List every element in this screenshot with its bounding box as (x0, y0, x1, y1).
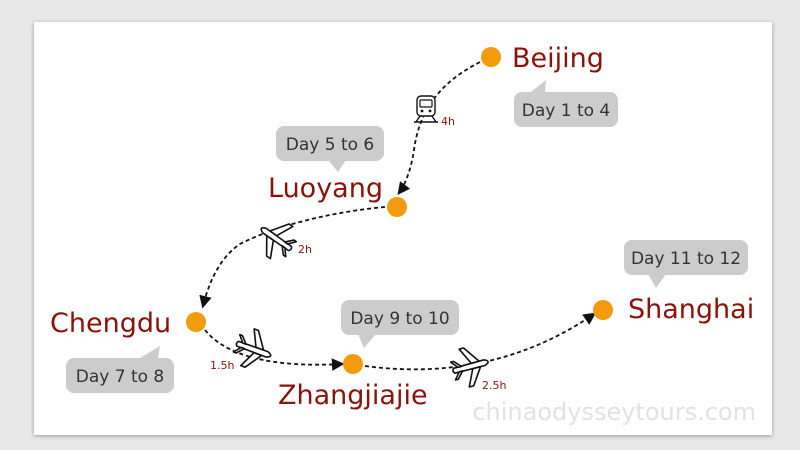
day-bubble-beijing: Day 1 to 4 (514, 80, 618, 127)
day-range-beijing: Day 1 to 4 (522, 101, 610, 121)
city-label-luoyang: Luoyang (268, 173, 383, 204)
day-range-zhangjiajie: Day 9 to 10 (350, 309, 449, 329)
city-label-zhangjiajie: Zhangjiajie (278, 380, 428, 411)
city-dot-zhangjiajie (343, 354, 363, 374)
city-label-chengdu: Chengdu (50, 308, 171, 339)
day-range-chengdu: Day 7 to 8 (76, 367, 164, 387)
route-luoyang-chengdu (199, 206, 386, 309)
city-dot-beijing (481, 47, 501, 67)
airplane-icon (260, 223, 298, 260)
city-label-beijing: Beijing (512, 43, 604, 74)
city-dot-luoyang (387, 197, 407, 217)
day-range-shanghai: Day 11 to 12 (631, 249, 741, 269)
day-bubble-shanghai: Day 11 to 12 (624, 240, 748, 288)
duration-zhangjiajie-shanghai: 2.5h (482, 379, 506, 392)
airplane-icon (449, 347, 489, 388)
city-dot-chengdu (186, 312, 206, 332)
airplane-icon (232, 328, 272, 368)
route-beijing-luoyang (397, 61, 481, 196)
train-icon (414, 95, 438, 123)
day-range-luoyang: Day 5 to 6 (286, 135, 374, 155)
day-bubble-chengdu: Day 7 to 8 (66, 346, 174, 393)
duration-luoyang-chengdu: 2h (298, 243, 312, 256)
duration-beijing-luoyang: 4h (441, 115, 455, 128)
city-dot-shanghai (593, 300, 613, 320)
duration-chengdu-zhangjiajie: 1.5h (210, 359, 234, 372)
day-bubble-luoyang: Day 5 to 6 (276, 126, 384, 172)
watermark: chinaodysseytours.com (472, 398, 756, 426)
city-label-shanghai: Shanghai (628, 294, 754, 325)
day-bubble-zhangjiajie: Day 9 to 10 (341, 300, 459, 348)
